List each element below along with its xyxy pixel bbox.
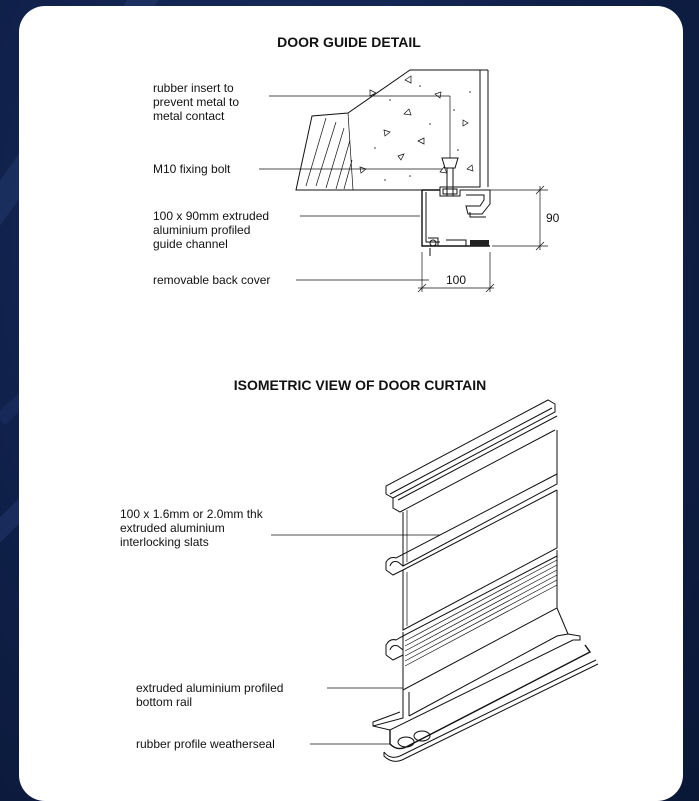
callout-weatherseal: rubber profile weatherseal (136, 737, 275, 751)
callout-fixing-bolt: M10 fixing bolt (153, 162, 231, 176)
callout-back-cover: removable back cover (153, 273, 270, 287)
callout-interlocking-slats: 100 x 1.6mm or 2.0mm thk extruded alumin… (120, 507, 266, 549)
guide-detail-title: DOOR GUIDE DETAIL (277, 34, 421, 50)
callout-guide-channel: 100 x 90mm extruded aluminium profiled g… (153, 209, 272, 251)
curtain-view-title: ISOMETRIC VIEW OF DOOR CURTAIN (234, 377, 487, 393)
callout-bottom-rail: extruded aluminium profiled bottom rail (136, 681, 287, 709)
dimension-width-label: 100 (446, 273, 466, 287)
dimension-height-label: 90 (546, 211, 560, 225)
callout-rubber-insert: rubber insert to prevent metal to metal … (153, 81, 242, 123)
guide-detail-drawing (259, 69, 548, 293)
content-card (19, 6, 683, 801)
curtain-isometric-drawing (271, 399, 599, 762)
